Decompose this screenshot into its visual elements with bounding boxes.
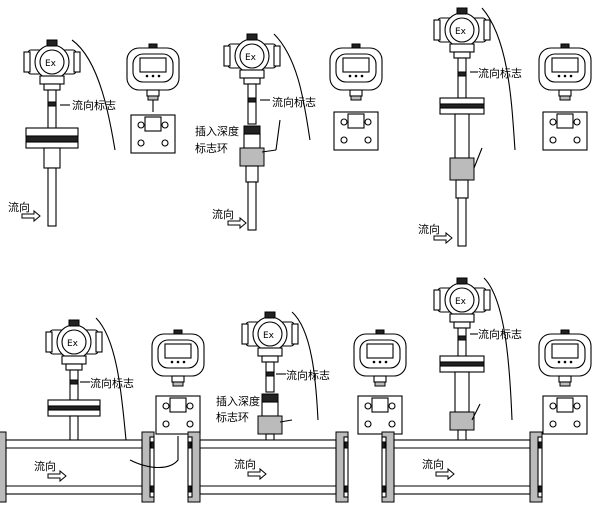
insertion-depth-label-1: 插入深度 (195, 124, 239, 138)
panel-4: Ex 流向标志 流向 (0, 317, 205, 503)
flow-label: 流向 (234, 457, 256, 471)
ex-mark: Ex (45, 59, 57, 69)
display-unit (538, 43, 592, 101)
flanged-pipe-body (0, 431, 155, 503)
display-unit (151, 329, 205, 387)
flow-direction-mark-label: 流向标志 (286, 368, 330, 382)
flow-label: 流向 (418, 222, 440, 236)
wall-bracket (542, 111, 588, 151)
flow-label: 流向 (422, 457, 444, 471)
ex-mark: Ex (455, 27, 467, 37)
panel-3: Ex 流向标志 流向 (418, 7, 592, 247)
flanged-pipe-body (381, 431, 543, 503)
display-unit (126, 43, 180, 101)
flanged-pipe-body (187, 431, 349, 503)
flow-direction-mark-label: 流向标志 (272, 95, 316, 109)
wall-bracket (155, 395, 201, 435)
flow-direction-mark-label: 流向标志 (478, 66, 522, 80)
flow-label: 流向 (8, 200, 30, 214)
panel-6: Ex 流向标志 流向 (381, 277, 592, 503)
ex-mark: Ex (245, 53, 257, 63)
ex-mark: Ex (67, 339, 79, 349)
flow-direction-mark-label: 流向标志 (72, 98, 116, 112)
flow-label: 流向 (212, 207, 234, 221)
flow-direction-mark-label: 流向标志 (478, 327, 522, 341)
panel-1: Ex 流向标志 流向 (8, 39, 180, 227)
wall-bracket (130, 114, 176, 154)
flow-direction-mark-label: 流向标志 (90, 376, 134, 390)
wall-bracket (333, 111, 379, 151)
wall-bracket (542, 395, 588, 435)
display-unit (538, 329, 592, 387)
ex-mark: Ex (263, 331, 275, 341)
ex-mark: Ex (455, 297, 467, 307)
display-unit (353, 329, 407, 387)
insertion-depth-label-2: 标志环 (195, 141, 228, 155)
insertion-depth-label-2: 标志环 (216, 410, 249, 424)
insertion-depth-label-1: 插入深度 (216, 394, 260, 408)
display-unit (329, 43, 383, 101)
flow-label: 流向 (34, 459, 56, 473)
wall-bracket (357, 395, 403, 435)
panel-5: Ex 流向标志 插入深度 标志环 流向 (187, 311, 407, 503)
panel-2: Ex 流向标志 插入深度 标志环 流向 (195, 33, 383, 231)
